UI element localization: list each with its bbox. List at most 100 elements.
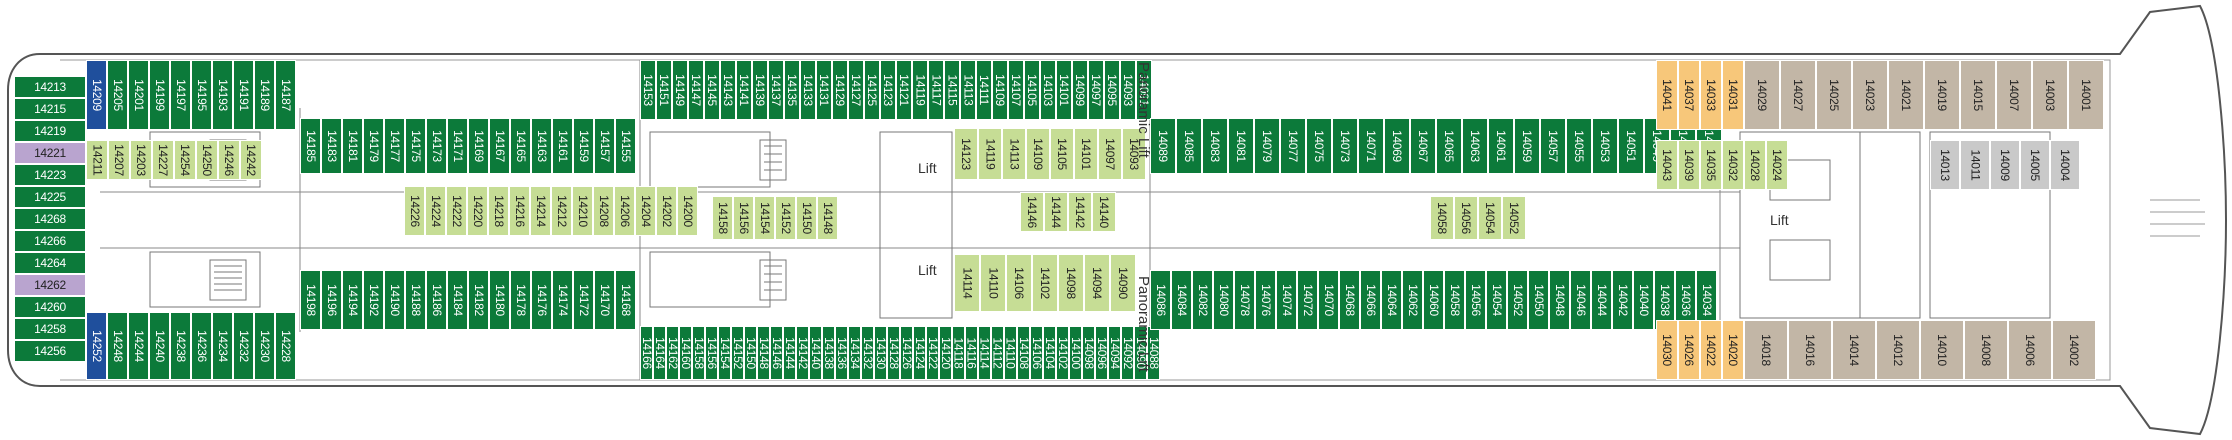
- cabin-14109[interactable]: 14109: [992, 60, 1008, 120]
- cabin-14161[interactable]: 14161: [552, 118, 573, 174]
- cabin-14094[interactable]: 14094: [1108, 326, 1121, 380]
- cabin-14105[interactable]: 14105: [1050, 128, 1074, 180]
- cabin-14001[interactable]: 14001: [2068, 60, 2104, 130]
- cabin-14175[interactable]: 14175: [405, 118, 426, 174]
- cabin-14102[interactable]: 14102: [1056, 326, 1069, 380]
- cabin-14238[interactable]: 14238: [170, 312, 191, 380]
- cabin-14098[interactable]: 14098: [1058, 254, 1084, 312]
- cabin-14100[interactable]: 14100: [1069, 326, 1082, 380]
- cabin-14156[interactable]: 14156: [705, 326, 718, 380]
- cabin-14060[interactable]: 14060: [1423, 270, 1444, 330]
- cabin-14061[interactable]: 14061: [1488, 118, 1514, 174]
- cabin-14083[interactable]: 14083: [1202, 118, 1228, 174]
- cabin-14131[interactable]: 14131: [816, 60, 832, 120]
- cabin-14205[interactable]: 14205: [107, 60, 128, 130]
- cabin-14184[interactable]: 14184: [447, 270, 468, 330]
- cabin-14101[interactable]: 14101: [1074, 128, 1098, 180]
- cabin-14010[interactable]: 14010: [1920, 320, 1964, 380]
- cabin-14113[interactable]: 14113: [960, 60, 976, 120]
- cabin-14167[interactable]: 14167: [489, 118, 510, 174]
- cabin-14145[interactable]: 14145: [704, 60, 720, 120]
- cabin-14165[interactable]: 14165: [510, 118, 531, 174]
- cabin-14110[interactable]: 14110: [980, 254, 1006, 312]
- cabin-14162[interactable]: 14162: [666, 326, 679, 380]
- cabin-14144[interactable]: 14144: [783, 326, 796, 380]
- cabin-14043[interactable]: 14043: [1656, 140, 1678, 190]
- cabin-14199[interactable]: 14199: [149, 60, 170, 130]
- cabin-14214[interactable]: 14214: [530, 186, 551, 236]
- cabin-14189[interactable]: 14189: [254, 60, 275, 130]
- cabin-14206[interactable]: 14206: [614, 186, 635, 236]
- cabin-14130[interactable]: 14130: [874, 326, 887, 380]
- cabin-14209[interactable]: 14209: [86, 60, 107, 130]
- cabin-14089[interactable]: 14089: [1150, 118, 1176, 174]
- cabin-14137[interactable]: 14137: [768, 60, 784, 120]
- cabin-14142[interactable]: 14142: [1068, 192, 1092, 232]
- cabin-14156[interactable]: 14156: [733, 196, 754, 240]
- cabin-14090[interactable]: 14090: [1110, 254, 1136, 312]
- cabin-14002[interactable]: 14002: [2052, 320, 2096, 380]
- cabin-14039[interactable]: 14039: [1678, 140, 1700, 190]
- cabin-14132[interactable]: 14132: [861, 326, 874, 380]
- cabin-14126[interactable]: 14126: [900, 326, 913, 380]
- cabin-14052[interactable]: 14052: [1502, 196, 1526, 240]
- cabin-14164[interactable]: 14164: [653, 326, 666, 380]
- cabin-14223[interactable]: 14223: [14, 164, 86, 186]
- cabin-14125[interactable]: 14125: [864, 60, 880, 120]
- cabin-14057[interactable]: 14057: [1540, 118, 1566, 174]
- cabin-14195[interactable]: 14195: [191, 60, 212, 130]
- cabin-14224[interactable]: 14224: [425, 186, 446, 236]
- cabin-14116[interactable]: 14116: [965, 326, 978, 380]
- cabin-14140[interactable]: 14140: [809, 326, 822, 380]
- cabin-14123[interactable]: 14123: [954, 128, 978, 180]
- cabin-14051[interactable]: 14051: [1618, 118, 1644, 174]
- cabin-14079[interactable]: 14079: [1254, 118, 1280, 174]
- cabin-14213[interactable]: 14213: [14, 76, 86, 98]
- cabin-14073[interactable]: 14073: [1332, 118, 1358, 174]
- cabin-14150[interactable]: 14150: [744, 326, 757, 380]
- cabin-14268[interactable]: 14268: [14, 208, 86, 230]
- cabin-14146[interactable]: 14146: [770, 326, 783, 380]
- cabin-14194[interactable]: 14194: [342, 270, 363, 330]
- cabin-14221[interactable]: 14221: [14, 142, 86, 164]
- cabin-14169[interactable]: 14169: [468, 118, 489, 174]
- cabin-14182[interactable]: 14182: [468, 270, 489, 330]
- cabin-14121[interactable]: 14121: [896, 60, 912, 120]
- cabin-14026[interactable]: 14026: [1678, 320, 1700, 380]
- cabin-14266[interactable]: 14266: [14, 230, 86, 252]
- cabin-14181[interactable]: 14181: [342, 118, 363, 174]
- cabin-14178[interactable]: 14178: [510, 270, 531, 330]
- cabin-14024[interactable]: 14024: [1766, 140, 1788, 190]
- cabin-14065[interactable]: 14065: [1436, 118, 1462, 174]
- cabin-14150[interactable]: 14150: [796, 196, 817, 240]
- cabin-14159[interactable]: 14159: [573, 118, 594, 174]
- cabin-14093[interactable]: 14093: [1122, 128, 1146, 180]
- cabin-14058[interactable]: 14058: [1444, 270, 1465, 330]
- cabin-14110[interactable]: 14110: [1004, 326, 1017, 380]
- cabin-14103[interactable]: 14103: [1040, 60, 1056, 120]
- cabin-14232[interactable]: 14232: [233, 312, 254, 380]
- cabin-14096[interactable]: 14096: [1095, 326, 1108, 380]
- cabin-14102[interactable]: 14102: [1032, 254, 1058, 312]
- cabin-14041[interactable]: 14041: [1656, 60, 1678, 130]
- cabin-14097[interactable]: 14097: [1098, 128, 1122, 180]
- cabin-14068[interactable]: 14068: [1339, 270, 1360, 330]
- cabin-14134[interactable]: 14134: [848, 326, 861, 380]
- cabin-14023[interactable]: 14023: [1852, 60, 1888, 130]
- cabin-14230[interactable]: 14230: [254, 312, 275, 380]
- cabin-14119[interactable]: 14119: [978, 128, 1002, 180]
- cabin-14090[interactable]: 14090: [1134, 326, 1147, 380]
- cabin-14028[interactable]: 14028: [1744, 140, 1766, 190]
- cabin-14008[interactable]: 14008: [1964, 320, 2008, 380]
- cabin-14013[interactable]: 14013: [1930, 140, 1960, 190]
- cabin-14085[interactable]: 14085: [1176, 118, 1202, 174]
- cabin-14179[interactable]: 14179: [363, 118, 384, 174]
- cabin-14166[interactable]: 14166: [640, 326, 653, 380]
- cabin-14040[interactable]: 14040: [1633, 270, 1654, 330]
- cabin-14227[interactable]: 14227: [152, 140, 174, 180]
- cabin-14208[interactable]: 14208: [593, 186, 614, 236]
- cabin-14220[interactable]: 14220: [467, 186, 488, 236]
- cabin-14174[interactable]: 14174: [552, 270, 573, 330]
- cabin-14155[interactable]: 14155: [615, 118, 636, 174]
- cabin-14203[interactable]: 14203: [130, 140, 152, 180]
